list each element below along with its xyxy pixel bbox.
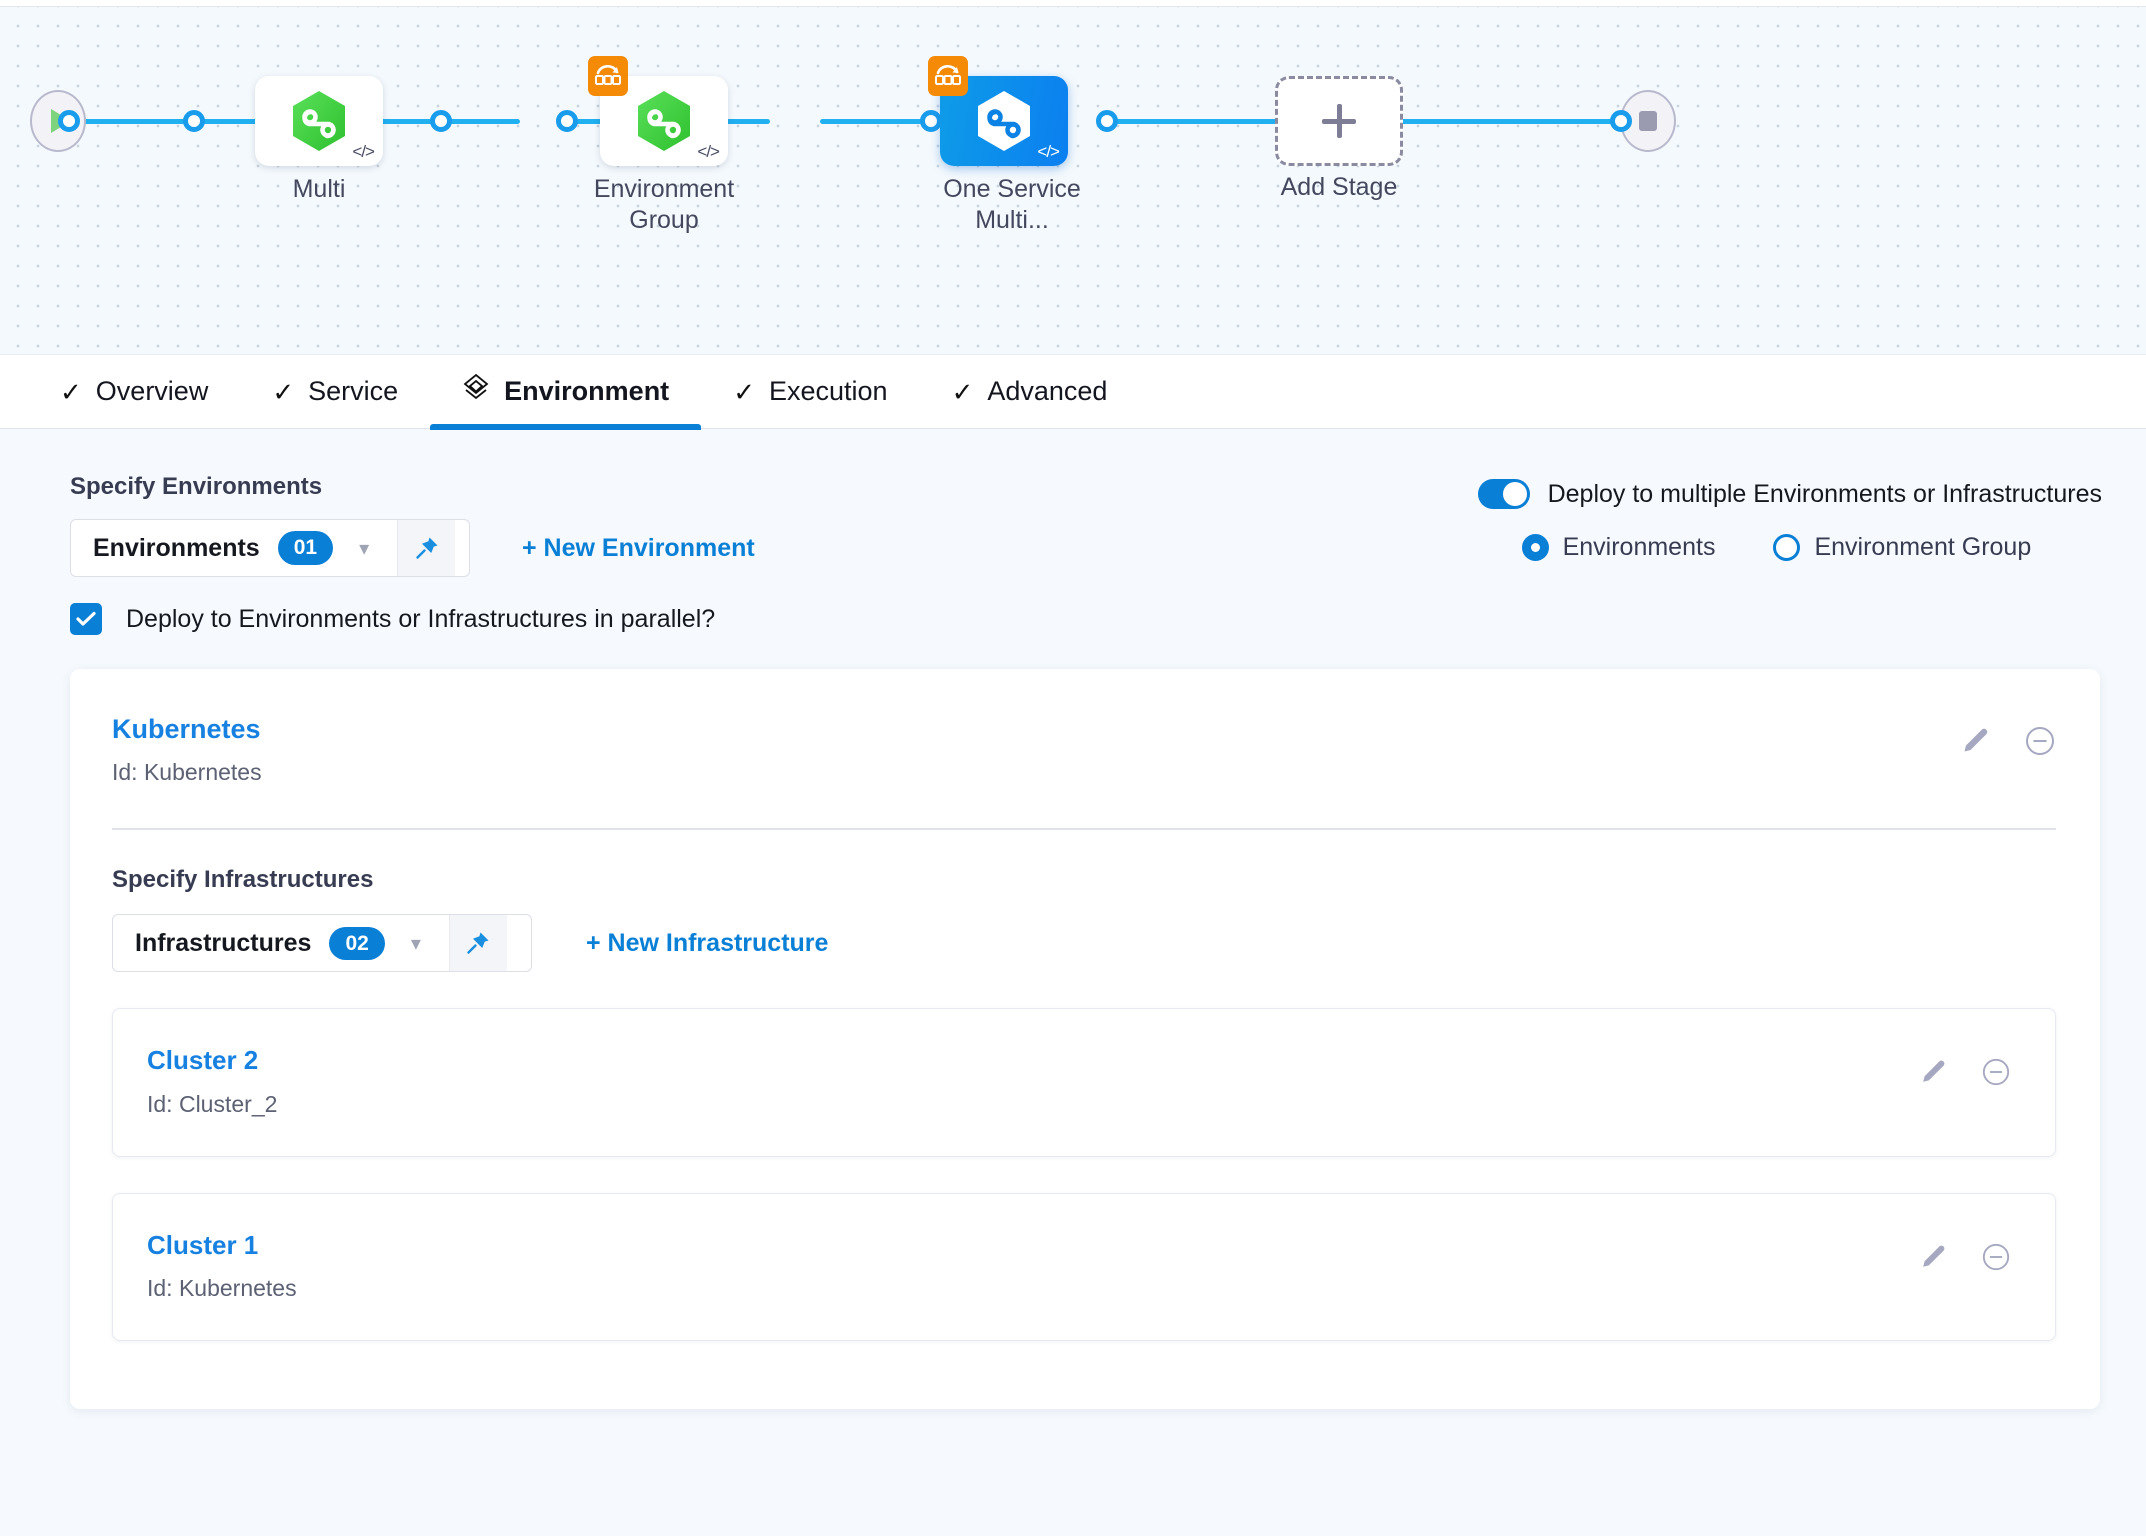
new-infrastructure-button[interactable]: + New Infrastructure (586, 928, 829, 957)
parallel-deploy-label: Deploy to Environments or Infrastructure… (126, 604, 716, 633)
environments-select[interactable]: Environments 01 ▾ (70, 519, 470, 577)
code-icon[interactable]: </> (352, 142, 375, 161)
multi-deploy-toggle[interactable] (1477, 479, 1530, 509)
pipeline-stage-node-selected[interactable]: </> (928, 56, 1068, 166)
check-icon: ✓ (733, 376, 755, 407)
infrastructures-select-field[interactable]: Infrastructures 02 ▾ (113, 915, 449, 971)
infrastructures-select-value: Infrastructures (135, 928, 312, 957)
connector-dot[interactable] (430, 110, 452, 132)
tab-label: Overview (95, 376, 209, 406)
pin-icon[interactable] (448, 915, 507, 972)
infrastructures-select-row: Infrastructures 02 ▾ + New Infrastructur… (112, 914, 2056, 973)
tab-execution[interactable]: ✓ Execution (701, 355, 919, 429)
environment-actions (1960, 711, 2056, 762)
connector-dot[interactable] (556, 110, 578, 132)
minus-circle-icon[interactable] (1981, 1242, 2011, 1277)
environment-meta: Kubernetes Id: Kubernetes (112, 711, 1960, 786)
layers-icon (462, 373, 490, 410)
pencil-icon[interactable] (1960, 726, 1990, 761)
minus-circle-icon[interactable] (1981, 1057, 2011, 1092)
infrastructure-card: Cluster 1 Id: Kubernetes (112, 1192, 2056, 1341)
aws-lambda-icon (588, 56, 628, 96)
infrastructure-meta: Cluster 2 Id: Cluster_2 (147, 1043, 1919, 1117)
connector-dot[interactable] (183, 110, 205, 132)
infrastructures-select[interactable]: Infrastructures 02 ▾ (112, 914, 532, 973)
infrastructure-id: Id: Cluster_2 (147, 1090, 278, 1117)
environments-count-badge: 01 (277, 531, 334, 565)
radio-environments-label: Environments (1562, 533, 1716, 561)
connector-dot[interactable] (920, 110, 942, 132)
harness-hexagon-icon (638, 91, 690, 151)
environment-card-header: Kubernetes Id: Kubernetes (112, 711, 2056, 786)
check-icon: ✓ (272, 376, 295, 407)
tab-label: Execution (768, 376, 888, 406)
pipeline-stage-label: One Service Multi... (943, 175, 1081, 235)
harness-hexagon-icon (293, 91, 345, 151)
parallel-deploy-row[interactable]: Deploy to Environments or Infrastructure… (0, 603, 2146, 635)
tab-service[interactable]: ✓ Service (240, 355, 430, 429)
stop-icon (1639, 111, 1657, 131)
pipeline-stage-node[interactable]: </> (588, 56, 728, 166)
plus-icon (1322, 118, 1356, 124)
pipeline-rail (320, 119, 520, 124)
infrastructure-meta: Cluster 1 Id: Kubernetes (147, 1228, 1919, 1302)
specify-infrastructures-label: Specify Infrastructures (112, 866, 374, 894)
pipeline-canvas[interactable]: </> Multi </> Environment Group (0, 0, 2146, 355)
chevron-down-icon: ▾ (359, 537, 370, 560)
deploy-target-radio-group[interactable]: Environments Environment Group (1521, 533, 2076, 562)
tab-label: Service (308, 376, 399, 406)
aws-lambda-icon (928, 56, 968, 96)
infrastructures-count-badge: 02 (329, 926, 385, 961)
infrastructure-actions (1919, 1043, 2011, 1092)
pipeline-stage-label: Multi (292, 175, 346, 203)
infrastructure-name[interactable]: Cluster 1 (147, 1229, 259, 1260)
code-icon[interactable]: </> (1037, 142, 1060, 161)
connector-dot[interactable] (1096, 110, 1118, 132)
pencil-icon[interactable] (1919, 1243, 1947, 1276)
environments-select-value: Environments (93, 533, 260, 562)
multi-deploy-controls: Deploy to multiple Environments or Infra… (1477, 479, 2102, 562)
pipeline-rail (60, 119, 260, 124)
add-stage-label: Add Stage (1280, 173, 1398, 201)
radio-environment-group-label: Environment Group (1814, 533, 2032, 561)
tab-label: Advanced (987, 376, 1108, 406)
tab-label: Environment (504, 376, 670, 406)
tab-advanced[interactable]: ✓ Advanced (920, 355, 1140, 429)
pencil-icon[interactable] (1919, 1058, 1947, 1091)
check-icon: ✓ (60, 376, 82, 407)
environment-card: Kubernetes Id: Kubernetes Spe (70, 669, 2100, 1409)
multi-deploy-toggle-label: Deploy to multiple Environments or Infra… (1547, 479, 2102, 508)
pipeline-stage-node[interactable]: </> (255, 76, 383, 166)
infrastructure-name[interactable]: Cluster 2 (147, 1045, 259, 1076)
stage-tabs[interactable]: ✓ Overview ✓ Service Environment ✓ Execu… (0, 355, 2146, 430)
environment-panel: Specify Environments Environments 01 ▾ +… (0, 473, 2146, 1409)
code-icon[interactable]: </> (697, 142, 720, 161)
infrastructure-actions (1919, 1228, 2011, 1277)
specify-infrastructures-block: Specify Infrastructures Infrastructures … (112, 866, 2056, 1341)
harness-hexagon-icon (978, 91, 1030, 151)
specify-environments-row: Specify Environments Environments 01 ▾ +… (0, 473, 2146, 593)
card-divider (112, 828, 2056, 831)
new-environment-button[interactable]: + New Environment (522, 533, 755, 562)
pin-icon[interactable] (397, 520, 456, 576)
tab-overview[interactable]: ✓ Overview (28, 355, 240, 429)
add-stage-button[interactable] (1275, 76, 1403, 166)
environment-id: Id: Kubernetes (112, 759, 262, 786)
chevron-down-icon: ▾ (410, 932, 421, 955)
connector-dot[interactable] (58, 110, 80, 132)
tab-environment[interactable]: Environment (430, 355, 702, 430)
environments-select-field[interactable]: Environments 01 ▾ (71, 520, 397, 576)
connector-dot[interactable] (1610, 110, 1632, 132)
parallel-deploy-checkbox[interactable] (70, 603, 102, 635)
infrastructure-card: Cluster 2 Id: Cluster_2 (112, 1008, 2056, 1157)
infrastructure-id: Id: Kubernetes (147, 1274, 297, 1301)
check-icon: ✓ (951, 376, 974, 407)
radio-environments[interactable] (1521, 534, 1549, 561)
minus-circle-icon[interactable] (2024, 725, 2056, 762)
radio-environment-group[interactable] (1773, 534, 1801, 561)
environment-name[interactable]: Kubernetes (112, 714, 261, 744)
pipeline-stage-label: Environment Group (593, 175, 735, 235)
specify-environments-label: Specify Environments (70, 473, 323, 500)
multi-deploy-toggle-row[interactable]: Deploy to multiple Environments or Infra… (1477, 479, 2102, 509)
